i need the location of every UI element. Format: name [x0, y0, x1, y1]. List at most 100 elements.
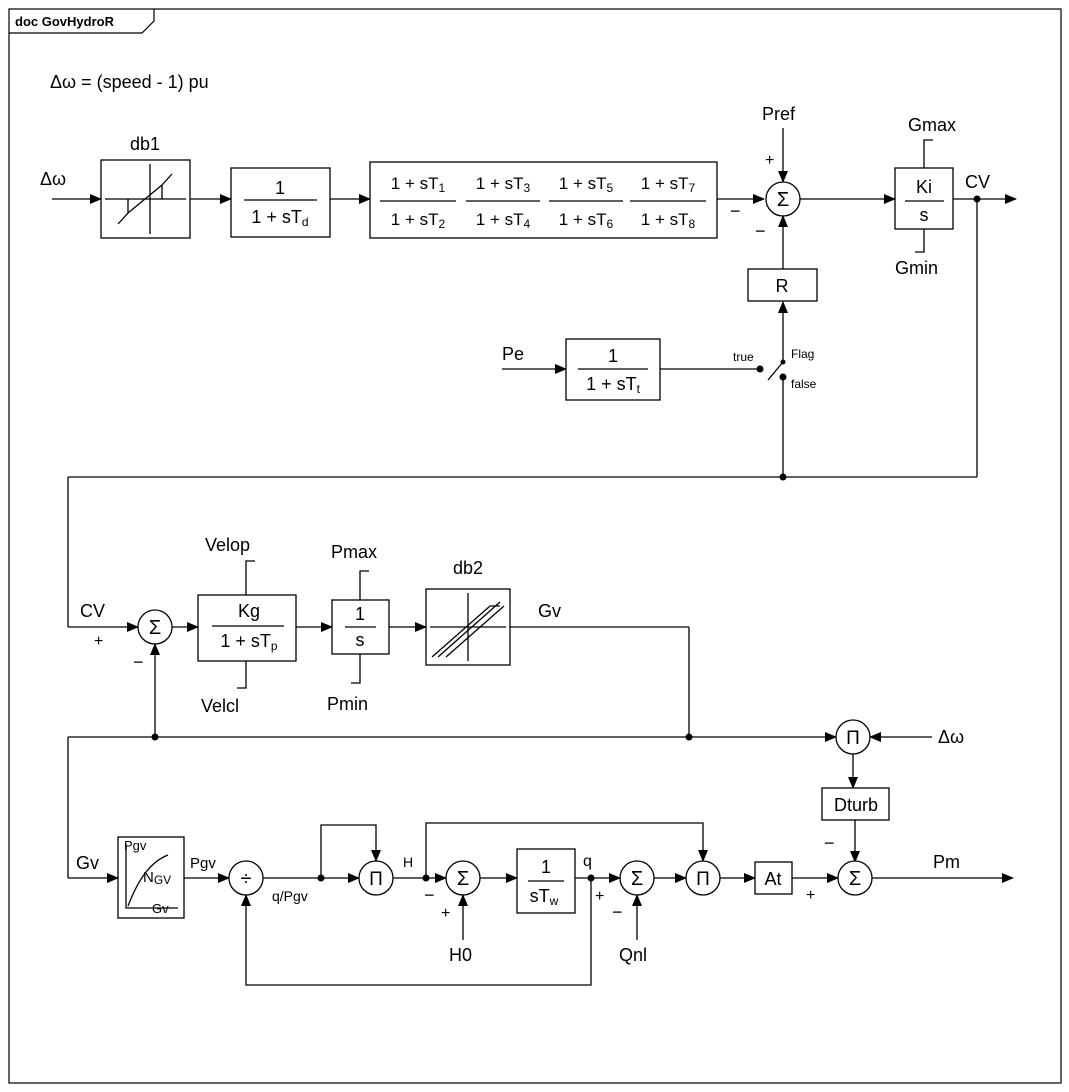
- ki-den: s: [920, 205, 929, 225]
- sum5-symbol: Σ: [849, 868, 861, 890]
- velop-limit-mark: [245, 560, 255, 595]
- sum2-symbol: Σ: [149, 617, 161, 639]
- kg-servo-block: [197, 594, 297, 662]
- wire-q-feedback: [241, 878, 592, 986]
- leadlag-num-3: 1 + sT5: [559, 174, 614, 195]
- leadlag-num-1: 1 + sT1: [391, 174, 446, 195]
- tt-num: 1: [608, 346, 618, 366]
- q-label: q: [583, 853, 592, 870]
- ngv-nonlinear-block: [117, 836, 185, 919]
- pmax-limit-mark: [359, 570, 369, 600]
- sum3-plus: +: [441, 905, 450, 922]
- h0-label: H0: [449, 945, 472, 965]
- tw-num: 1: [541, 857, 551, 877]
- divide-symbol: ÷: [241, 868, 252, 890]
- pgv-label: Pgv: [190, 855, 216, 872]
- diagram-frame: [8, 8, 1062, 1084]
- sum1-minus-left: −: [730, 201, 741, 221]
- pref-label: Pref: [762, 104, 796, 124]
- ngv-top-label: Pgv: [124, 838, 147, 853]
- db2-label: db2: [453, 558, 483, 578]
- sum4-plus: +: [595, 888, 604, 905]
- switch-true-label: true: [733, 350, 754, 364]
- integ-den: s: [356, 630, 365, 650]
- gmax-limit-mark: [923, 139, 933, 168]
- db2-backlash-block: [425, 588, 511, 666]
- wire-q-pgv-square: [320, 824, 381, 878]
- switch-true-contact: [756, 365, 764, 373]
- kg-num: Kg: [238, 601, 260, 621]
- tw-den: sTw: [530, 886, 559, 908]
- ngv-mid-label: NGV: [143, 869, 171, 887]
- leadlag-num-2: 1 + sT3: [476, 174, 531, 195]
- switch-flag-label: Flag: [791, 347, 814, 361]
- sum2-plus: +: [94, 633, 103, 650]
- flag-switch: [767, 359, 787, 381]
- leadlag-den-1: 1 + sT2: [391, 210, 446, 231]
- gv-top-label: Gv: [538, 601, 561, 621]
- sum1-symbol: Σ: [777, 189, 789, 211]
- frame-title-tab: [9, 9, 155, 34]
- gmin-limit-mark: [915, 229, 925, 253]
- sum5-plus: +: [806, 887, 815, 904]
- kg-den: 1 + sTp: [220, 631, 278, 653]
- sum4-symbol: Σ: [631, 868, 643, 890]
- velcl-limit-mark: [237, 661, 247, 689]
- pm-output-label: Pm: [933, 852, 960, 872]
- gmax-label: Gmax: [908, 115, 956, 135]
- prod-power-symbol: Π: [696, 869, 710, 890]
- td-num: 1: [275, 178, 285, 198]
- gv-left-label: Gv: [76, 853, 99, 873]
- prod-damping-symbol: Π: [846, 728, 860, 749]
- tt-den: 1 + sTt: [586, 374, 641, 396]
- gv-node-right: [685, 733, 693, 741]
- r-droop-block: [747, 268, 818, 302]
- pe-input-label: Pe: [502, 344, 524, 364]
- cv-input-label: CV: [80, 601, 105, 621]
- ki-num: Ki: [916, 177, 932, 197]
- qnl-label: Qnl: [619, 945, 647, 965]
- dw-right-label: Δω: [938, 727, 964, 747]
- pmax-label: Pmax: [331, 542, 377, 562]
- leadlag-den-4: 1 + sT8: [641, 210, 696, 231]
- td-filter-block: [230, 167, 331, 238]
- dturb-label: Dturb: [834, 795, 878, 815]
- velop-label: Velop: [205, 535, 250, 555]
- lead-lag-block: [369, 161, 718, 239]
- integ-num: 1: [355, 604, 365, 624]
- r-label: R: [776, 276, 789, 296]
- sum1-minus-bottom: −: [755, 221, 766, 241]
- sum3-symbol: Σ: [457, 868, 469, 890]
- leadlag-den-3: 1 + sT6: [559, 210, 614, 231]
- sum5-minus-top: −: [824, 833, 835, 853]
- velcl-label: Velcl: [201, 696, 239, 716]
- wire-h-to-power-prod: [425, 822, 708, 878]
- gmin-label: Gmin: [895, 258, 938, 278]
- sum4-minus: −: [612, 902, 623, 922]
- db1-deadband-block: [100, 159, 191, 239]
- h-label: H: [403, 854, 413, 870]
- cv-loop-node: [779, 473, 787, 481]
- ngv-bot-label: Gv: [152, 901, 169, 916]
- sum3-minus: −: [424, 885, 435, 905]
- pmin-limit-mark: [351, 654, 361, 684]
- cv-output-label: CV: [965, 172, 990, 192]
- switch-false-label: false: [791, 377, 817, 391]
- q-pgv-label: q/Pgv: [272, 888, 308, 904]
- frame-title: doc GovHydroR: [15, 14, 115, 29]
- at-label: At: [764, 869, 781, 889]
- tt-filter-block: [565, 338, 661, 401]
- leadlag-num-4: 1 + sT7: [641, 174, 696, 195]
- td-den: 1 + sTd: [251, 207, 308, 229]
- speed-deviation-note: Δω = (speed - 1) pu: [50, 72, 209, 92]
- dw-input-label: Δω: [40, 169, 66, 189]
- prod-head-symbol: Π: [369, 869, 383, 890]
- dturb-block: [821, 787, 890, 821]
- db1-label: db1: [130, 134, 160, 154]
- tw-water-block: [516, 848, 576, 914]
- sum1-plus-top: +: [765, 152, 774, 169]
- leadlag-den-2: 1 + sT4: [476, 210, 531, 231]
- sum2-minus: −: [133, 652, 144, 672]
- pmin-label: Pmin: [327, 694, 368, 714]
